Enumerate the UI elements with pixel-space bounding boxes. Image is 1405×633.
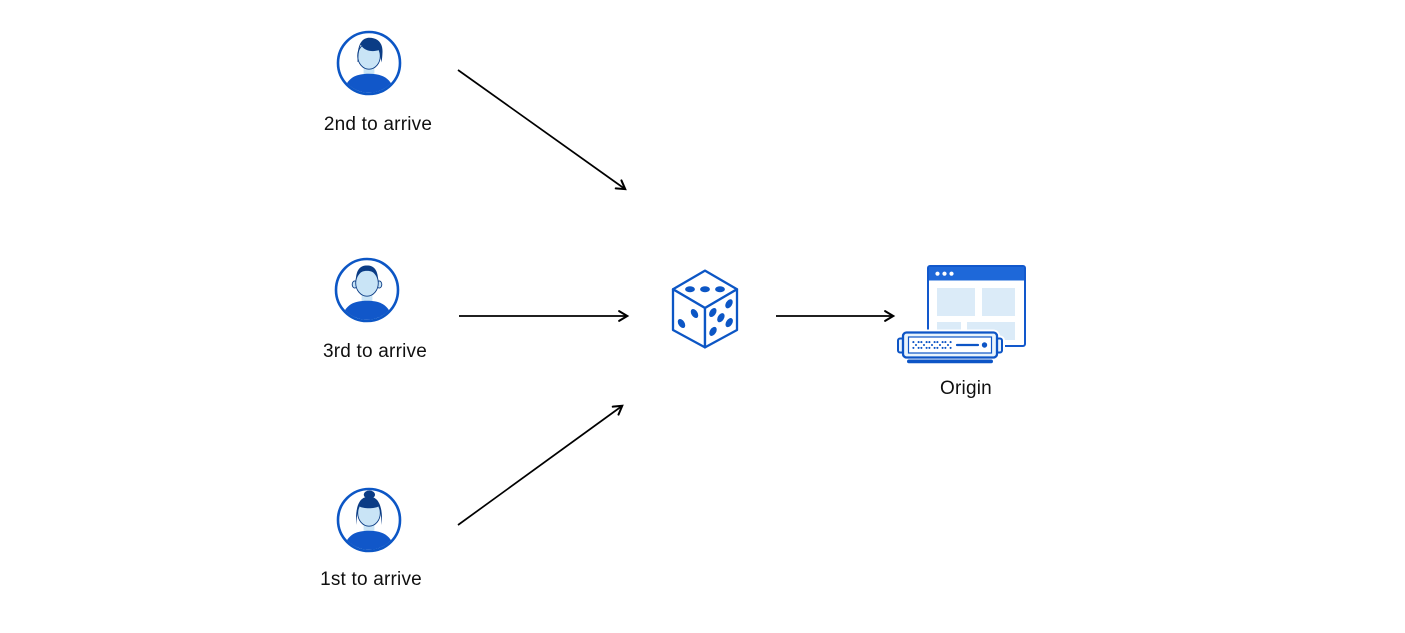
visitor-middle-label: 3rd to arrive [323, 341, 427, 362]
dice-icon [670, 268, 740, 350]
woman-bun-avatar-icon [336, 487, 402, 553]
visitor-bottom-label: 1st to arrive [320, 569, 422, 590]
arrow-visitor-bottom-to-dice [457, 404, 624, 526]
origin-label: Origin [940, 378, 992, 399]
origin-browser-server-icon [897, 262, 1029, 366]
man-short-hair-avatar-icon [334, 257, 400, 323]
arrow-visitor-top-to-dice [457, 69, 627, 191]
server-icon [897, 329, 1005, 364]
man-swept-hair-avatar-icon [336, 30, 402, 96]
visitor-top-label: 2nd to arrive [323, 114, 433, 135]
